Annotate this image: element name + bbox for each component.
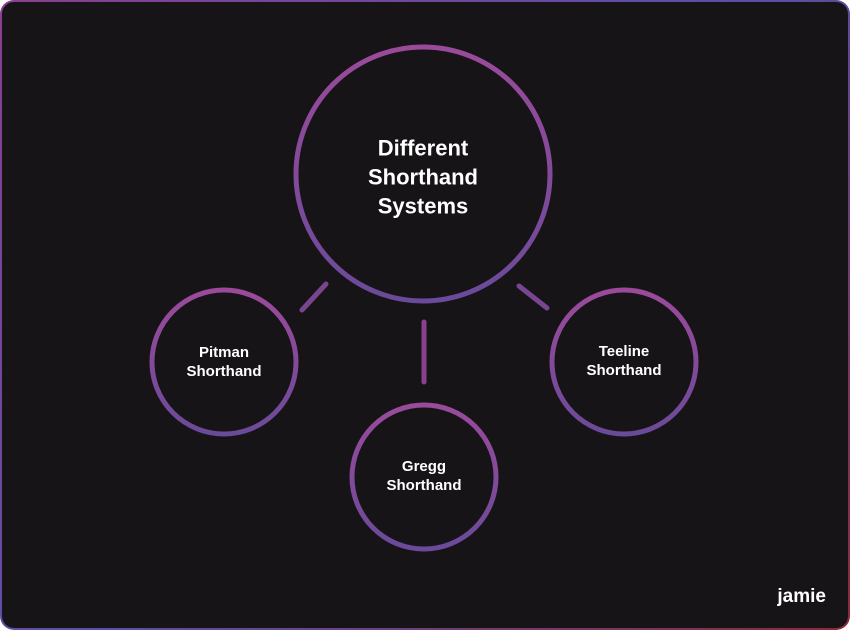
brand-logo: jamie <box>777 586 826 607</box>
gregg-label: Gregg Shorthand <box>386 458 462 494</box>
teeline-label: Teeline Shorthand <box>586 343 662 379</box>
connector-teeline <box>516 283 550 311</box>
pitman-circle <box>149 287 299 437</box>
center-circle <box>293 44 553 304</box>
gregg-circle <box>349 402 499 552</box>
teeline-circle <box>549 287 699 437</box>
center-label: Different Shorthand Systems <box>368 135 478 219</box>
connector-pitman <box>299 281 329 313</box>
pitman-label: Pitman Shorthand <box>186 344 262 380</box>
